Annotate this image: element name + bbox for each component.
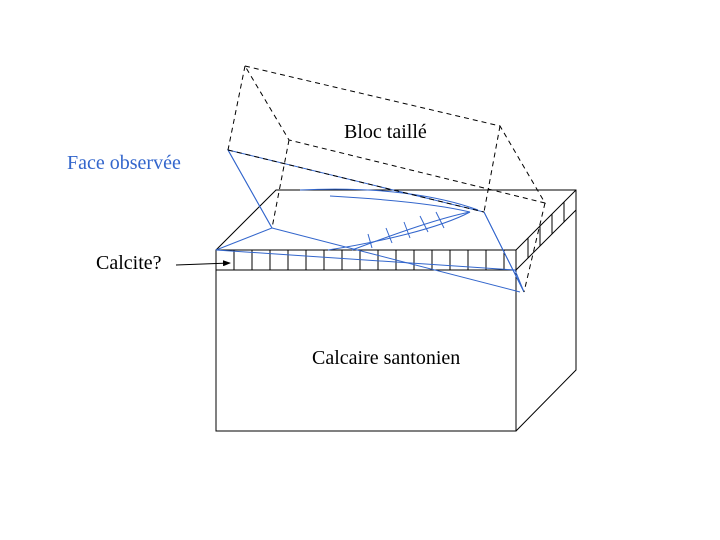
- block-label: Bloc taillé: [344, 121, 427, 143]
- cut-block: [227, 65, 547, 293]
- calcite-layer: [216, 202, 577, 271]
- observed-face: [215, 149, 525, 293]
- face-label: Face observée: [67, 152, 181, 174]
- calcite-pointer-arrow: [175, 260, 231, 267]
- calcite-label: Calcite?: [96, 252, 162, 274]
- limestone-label: Calcaire santonien: [312, 347, 460, 369]
- limestone-block: [215, 189, 577, 432]
